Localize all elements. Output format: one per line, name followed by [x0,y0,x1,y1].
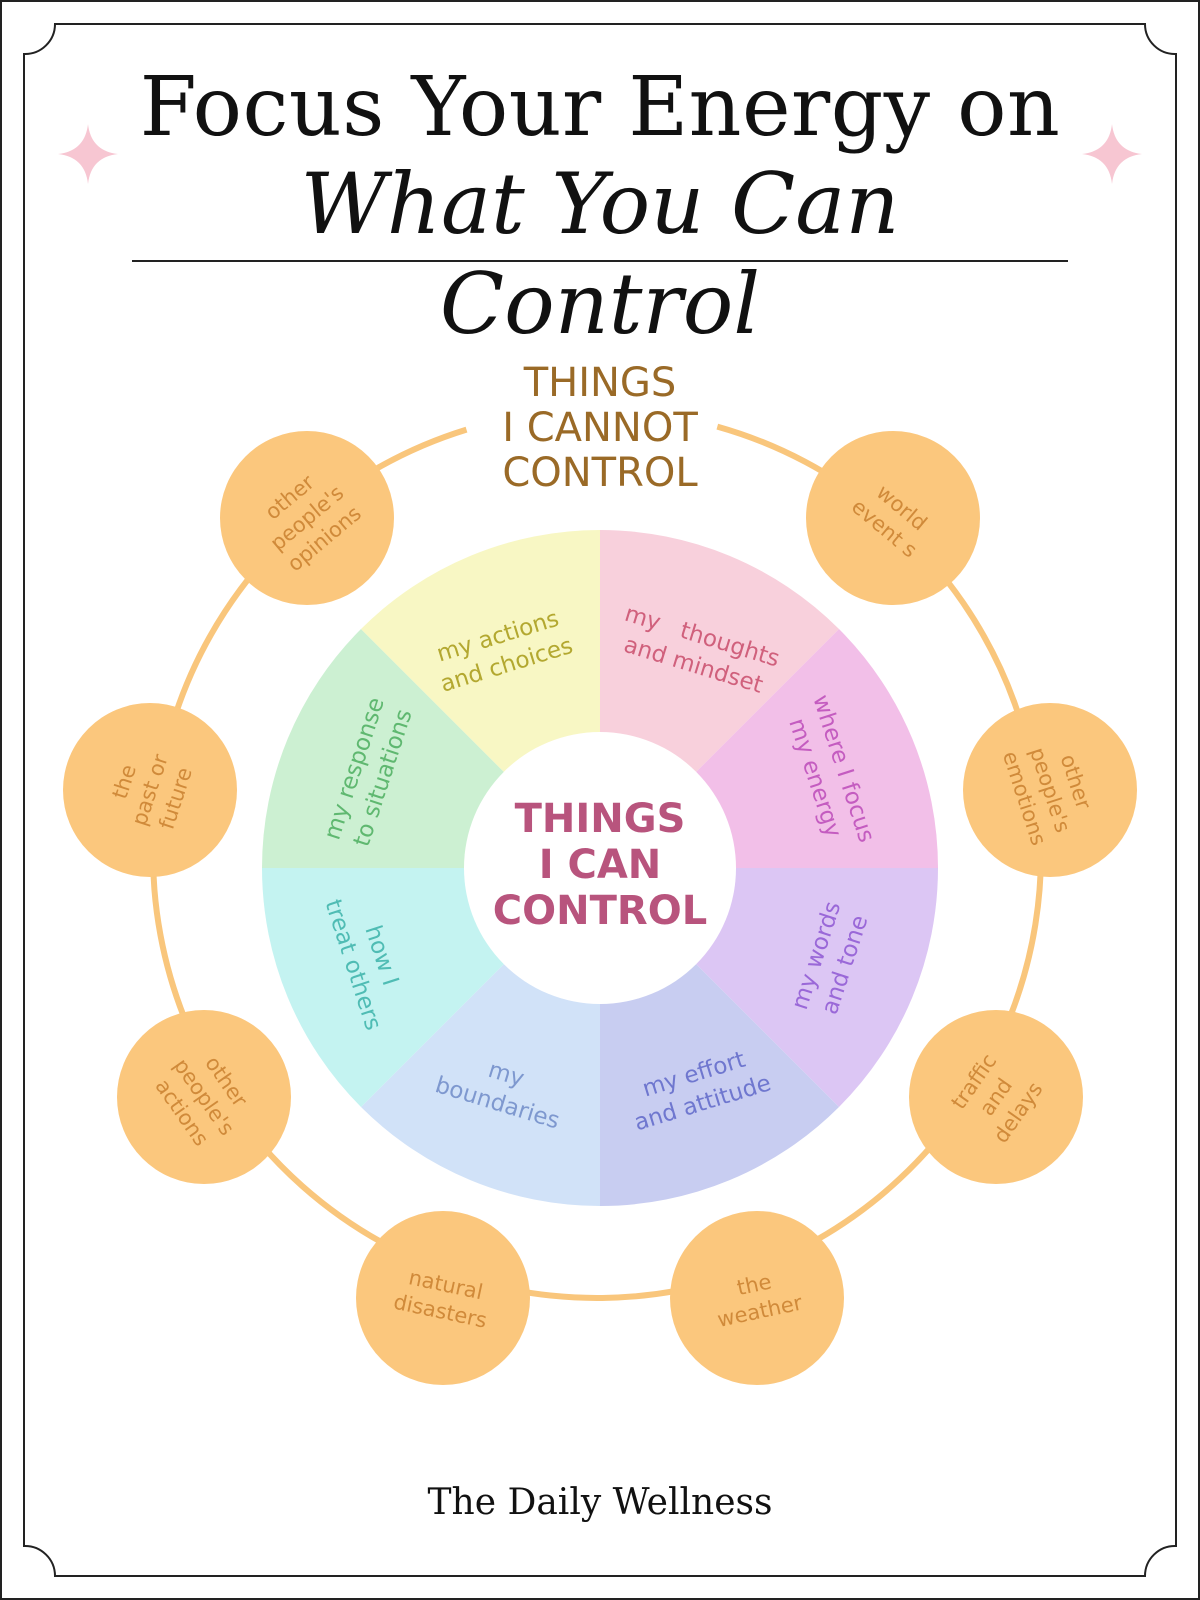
brand-footer: The Daily Wellness [427,1482,773,1523]
center-circle [464,732,736,1004]
can-heading-line: THINGS [515,796,686,842]
cannot-control-heading: THINGS I CANNOT CONTROL [502,360,698,496]
cannot-control-circle [963,703,1137,877]
title-line-2: What You Can Control [300,155,900,353]
cannot-control-circle [117,1010,291,1184]
cannot-heading-line: I CANNOT [502,405,698,451]
cannot-control-circle [806,431,980,605]
cannot-heading-line: CONTROL [502,450,698,496]
title-underline [132,260,1068,262]
can-heading-line: CONTROL [493,888,707,934]
cannot-control-circle [670,1211,844,1385]
page-title: Focus Your Energy on What You Can Contro… [130,62,1070,354]
sparkle-icon [58,124,118,184]
cannot-control-circle [63,703,237,877]
can-heading-line: I CAN [539,842,662,888]
cannot-control-circle [356,1211,530,1385]
title-line-1: Focus Your Energy on [139,60,1061,155]
cannot-control-circle [909,1010,1083,1184]
cannot-control-circle [220,431,394,605]
sparkle-icon [1082,124,1142,184]
cannot-heading-line: THINGS [523,360,677,406]
can-control-heading: THINGS I CAN CONTROL [493,796,707,934]
outer-ring [150,423,1044,1301]
